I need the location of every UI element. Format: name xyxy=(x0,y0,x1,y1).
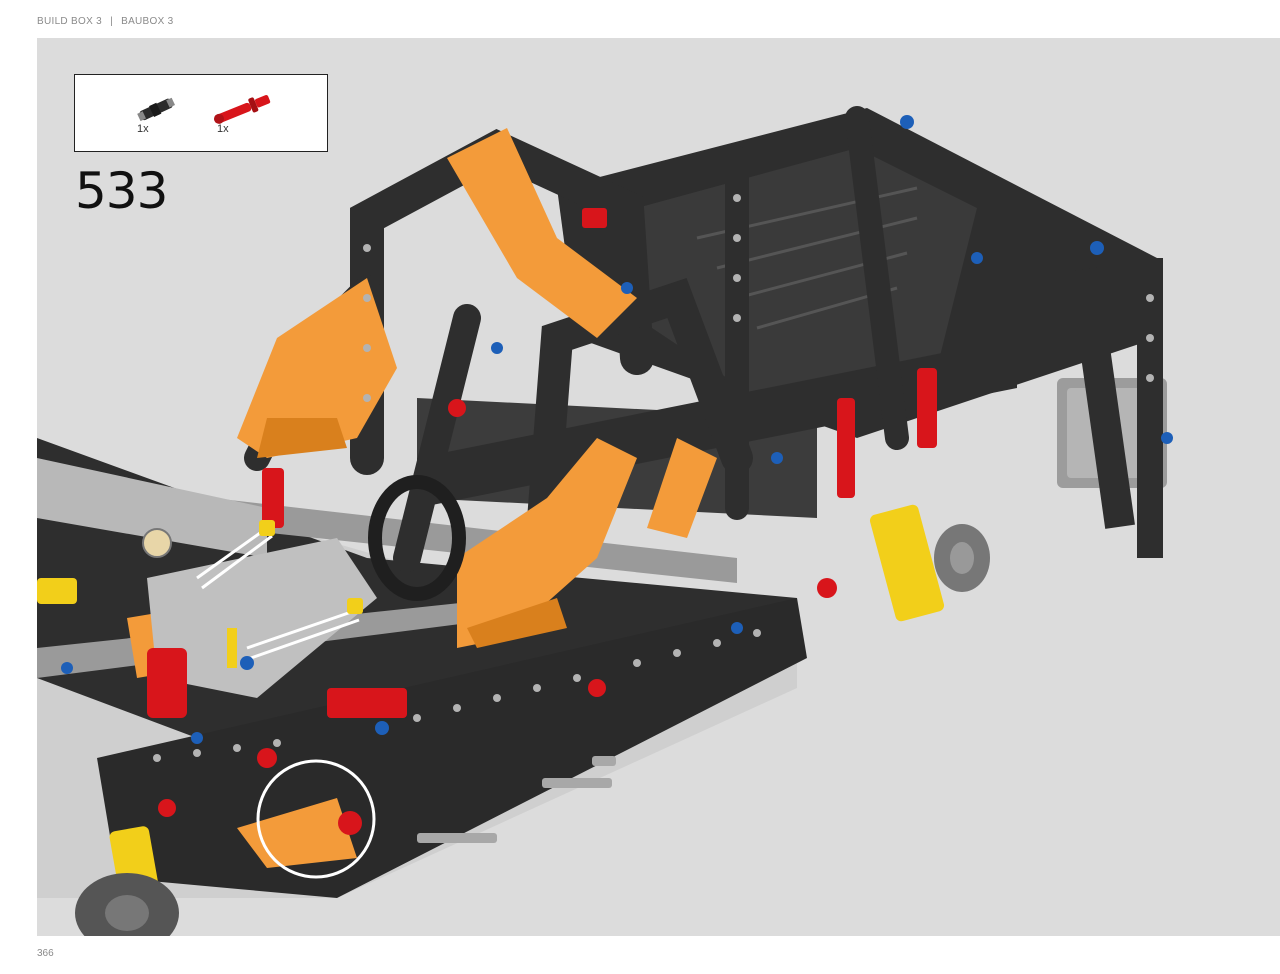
gear-assembly xyxy=(37,458,377,698)
header-baubox: BAUBOX 3 xyxy=(121,16,174,27)
part-qty: 1x xyxy=(217,123,229,135)
header-build-box: BUILD BOX 3 xyxy=(37,16,102,27)
beam-holes xyxy=(153,194,1154,762)
part-item-black-connector: 1x xyxy=(127,89,187,139)
part-qty: 1x xyxy=(137,123,149,135)
part-item-red-pin: 1x xyxy=(207,89,271,139)
red-pin-axle-icon xyxy=(214,95,271,124)
blue-pins xyxy=(61,115,1173,744)
page-header: BUILD BOX 3 | BAUBOX 3 xyxy=(37,16,174,27)
loose-axles xyxy=(417,756,616,843)
red-parts xyxy=(147,208,937,835)
callout-circle xyxy=(256,759,376,879)
technic-model-render xyxy=(37,106,1173,936)
steering-wheel xyxy=(368,475,466,601)
page-number: 366 xyxy=(37,948,54,959)
step-number: 533 xyxy=(75,162,168,220)
black-axle-connector-icon xyxy=(137,97,176,122)
instruction-illustration xyxy=(37,38,1280,936)
rubber-bands xyxy=(196,526,360,660)
wheel-hub xyxy=(75,524,990,936)
parts-needed-box: 1x 1x xyxy=(74,74,328,152)
header-separator: | xyxy=(110,16,113,27)
